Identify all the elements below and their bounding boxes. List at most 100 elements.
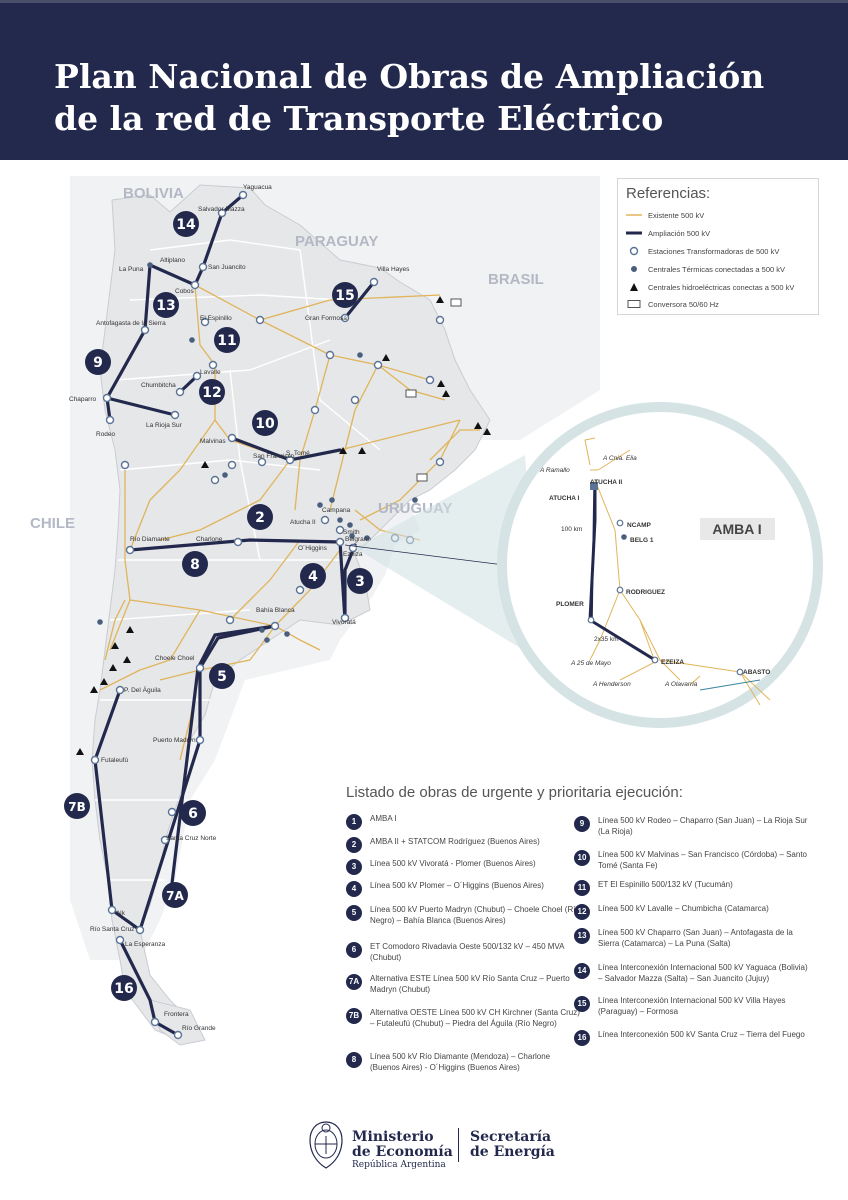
ref-thermal: Centrales Térmicas conectadas a 500 kV: [626, 263, 785, 275]
footer-divider: [458, 1128, 459, 1162]
label-malvinas: Malvinas: [200, 438, 226, 445]
thermal-dot-icon: [626, 264, 642, 274]
label-gran-formosa: Gran Formosa: [305, 315, 347, 322]
work-badge-15: 15: [574, 996, 590, 1012]
footer-secretaria-line2: de Energía: [470, 1144, 555, 1160]
ref-converter: Conversora 50/60 Hz: [626, 298, 719, 310]
label-vivorata: Vivoratá: [332, 619, 356, 626]
label-chaparro: Chaparro: [69, 396, 96, 403]
marker-2[interactable]: [247, 504, 273, 530]
label-s-tome: S. Tomé: [286, 450, 310, 457]
amba-rodriguez: RODRIGUEZ: [626, 589, 665, 596]
country-bolivia: BOLIVIA: [123, 185, 184, 202]
label-belgrano: Belgrano: [345, 536, 371, 543]
country-paraguay: PARAGUAY: [295, 233, 378, 250]
label-rio-santa-cruz: Río Santa Cruz: [90, 926, 134, 933]
work-text-13: Línea 500 kV Chaparro (San Juan) – Antof…: [598, 928, 793, 948]
work-badge-12: 12: [574, 904, 590, 920]
page-title: Plan Nacional de Obras de Ampliación de …: [54, 56, 764, 140]
work-text-10: Línea 500 kV Malvinas – San Francisco (C…: [598, 850, 808, 870]
converter-box-icon: [626, 299, 642, 309]
marker-5[interactable]: [209, 663, 235, 689]
place-labels: Yaguacua Salvador Mazza La Puna Altiplan…: [69, 184, 410, 1032]
marker-15[interactable]: [332, 282, 358, 308]
marker-13[interactable]: [153, 292, 179, 318]
work-badge-16: 16: [574, 1030, 590, 1046]
work-badge-7b: 7B: [346, 1008, 362, 1024]
amba-a-henderson: A Henderson: [592, 681, 631, 688]
thermal-plants: [97, 262, 418, 643]
marker-6[interactable]: [180, 800, 206, 826]
label-p-del-aguila: P. Del Águila: [124, 685, 161, 694]
label-rodeo: Rodeo: [96, 431, 116, 438]
ref-expansion: Ampliación 500 kV: [626, 227, 710, 239]
marker-11[interactable]: [214, 327, 240, 353]
amba-title: AMBA I: [712, 521, 761, 537]
work-badge-1: 1: [346, 814, 362, 830]
marker-10[interactable]: [252, 410, 278, 436]
footer-ministerio: Ministerio de Economía República Argenti…: [352, 1130, 453, 1171]
work-badge-10: 10: [574, 850, 590, 866]
amba-abasto: ABASTO: [743, 669, 770, 676]
ref-existing-label: Existente 500 kV: [648, 210, 705, 220]
province-borders: [95, 239, 381, 881]
map-svg: BOLIVIA PARAGUAY BRASIL CHILE URUGUAY Ya…: [30, 176, 823, 1046]
label-cobos: Cobos: [175, 288, 195, 295]
work-badge-5: 5: [346, 905, 362, 921]
amba-plomer: PLOMER: [556, 601, 584, 608]
work-text-7a: Alternativa ESTE Línea 500 kV Río Santa …: [370, 974, 570, 994]
marker-7a[interactable]: [162, 882, 188, 908]
work-text-14: Línea Interconexión Internacional 500 kV…: [598, 963, 808, 983]
ref-converter-label: Conversora 50/60 Hz: [648, 299, 719, 309]
label-ezeiza: Ezeiza: [343, 551, 363, 558]
amba-belg1: BELG 1: [630, 537, 654, 544]
map-work-markers: 14 13 15 11 9 12 10 2 8 4 3 1 5 6 7B 7A …: [64, 211, 535, 1001]
existing-line-icon: [626, 213, 642, 217]
work-text-3: Línea 500 kV Vivoratá - Plomer (Buenos A…: [370, 859, 536, 868]
amba-pointer-line: [344, 544, 513, 567]
label-la-rioja-sur: La Rioja Sur: [146, 422, 183, 429]
marker-12[interactable]: [199, 379, 225, 405]
marker-8-label: 8: [190, 557, 200, 573]
work-text-16: Línea Interconexión 500 kV Santa Cruz – …: [598, 1030, 805, 1039]
work-text-4: Línea 500 kV Plomer – O´Higgins (Buenos …: [370, 881, 544, 890]
work-text-5: Línea 500 kV Puerto Madryn (Chubut) – Ch…: [370, 905, 580, 925]
label-campana: Campana: [322, 507, 351, 514]
marker-8[interactable]: [182, 551, 208, 577]
marker-7b[interactable]: [64, 793, 90, 819]
marker-12-label: 12: [202, 385, 221, 401]
amba-2x35km: 2x35 km: [594, 636, 619, 643]
work-badge-3: 3: [346, 859, 362, 875]
label-san-francisco: San Francisco: [253, 453, 295, 460]
label-salvador-mazza: Salvador Mazza: [198, 206, 245, 213]
footer-secretaria-line1: Secretaría: [470, 1129, 552, 1145]
marker-4[interactable]: [300, 563, 326, 589]
marker-9[interactable]: [85, 349, 111, 375]
marker-6-label: 6: [188, 806, 198, 822]
title-line-2: de la red de Transporte Eléctrico: [54, 99, 664, 138]
converters: [405, 298, 462, 482]
work-text-6: ET Comodoro Rivadavia Oeste 500/132 kV –…: [370, 942, 565, 962]
amba-a-ramallo: A Ramallo: [539, 467, 570, 474]
work-text-8: Línea 500 kV Río Diamante (Mendoza) – Ch…: [370, 1052, 551, 1072]
marker-13-label: 13: [156, 298, 175, 314]
label-villa-hayes: Villa Hayes: [377, 266, 410, 273]
label-smith: Smith: [343, 529, 360, 536]
marker-3[interactable]: [347, 568, 373, 594]
ref-expansion-label: Ampliación 500 kV: [648, 228, 711, 238]
marker-16[interactable]: [111, 975, 137, 1001]
ref-stations-label: Estaciones Transformadoras de 500 kV: [648, 246, 780, 256]
label-chumbitcha: Chumbitcha: [141, 382, 176, 389]
marker-14[interactable]: [173, 211, 199, 237]
label-charlone: Charlone: [196, 536, 223, 543]
label-rio-grande: Río Grande: [182, 1025, 216, 1032]
ref-existing: Existente 500 kV: [626, 209, 704, 221]
work-text-15: Línea Interconexión Internacional 500 kV…: [598, 996, 786, 1016]
work-badge-13: 13: [574, 928, 590, 944]
amba-inset: AMBA I A Cnia. Elia A Ramallo ATUCHA II …: [539, 437, 775, 706]
amba-ezeiza: EZEIZA: [661, 659, 684, 666]
label-ohiggins: O´Higgins: [298, 545, 328, 552]
coat-of-arms-icon: [309, 1121, 343, 1169]
hydro-triangle-icon: [626, 282, 642, 292]
label-altiplano: Altiplano: [160, 257, 185, 264]
